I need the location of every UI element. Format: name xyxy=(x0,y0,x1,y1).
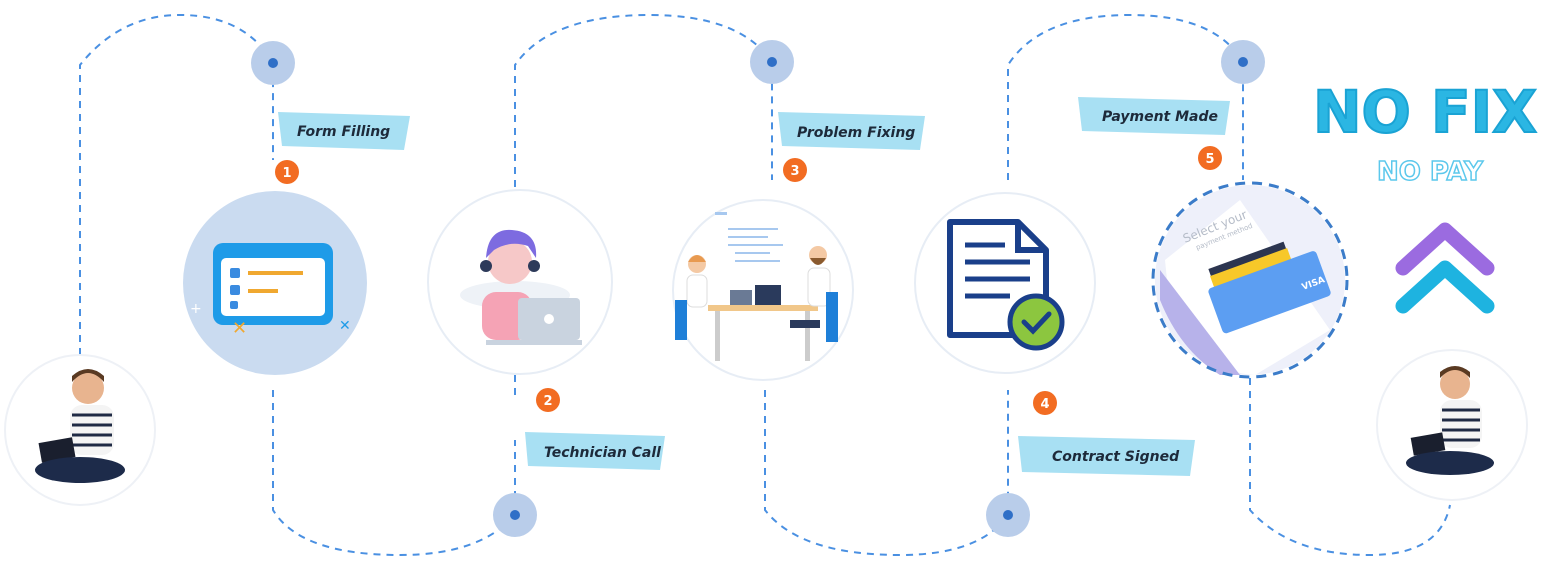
user-avatar-right xyxy=(1376,349,1528,501)
form-filling-illustration: ✕ ✕ + xyxy=(183,191,367,375)
path-node xyxy=(251,41,295,85)
path-node xyxy=(1221,40,1265,84)
svg-text:4: 4 xyxy=(1040,397,1049,412)
svg-text:Technician Call: Technician Call xyxy=(544,445,661,461)
chevron-up-icon xyxy=(1395,260,1495,314)
problem-fixing-illustration xyxy=(672,199,854,381)
step-number-badge: 1 xyxy=(275,160,299,184)
chevron-up-icon xyxy=(1395,222,1495,276)
svg-text:5: 5 xyxy=(1205,152,1214,167)
svg-text:✕: ✕ xyxy=(232,318,247,339)
path-node xyxy=(750,40,794,84)
svg-text:Problem Fixing: Problem Fixing xyxy=(797,125,915,141)
technician-call-illustration xyxy=(427,189,613,375)
user-avatar-left xyxy=(4,354,156,506)
svg-text:2: 2 xyxy=(543,394,552,409)
path-node xyxy=(986,493,1030,537)
step-number-badge: 2 xyxy=(536,388,560,412)
svg-text:Form Filling: Form Filling xyxy=(297,124,390,140)
step-number-badge: 5 xyxy=(1198,146,1222,170)
step-number-badge: 3 xyxy=(783,158,807,182)
path-node xyxy=(493,493,537,537)
step-number-badge: 4 xyxy=(1033,391,1057,415)
step-label-form-filling: Form Filling xyxy=(278,112,410,150)
slogan-sub: NO PAY xyxy=(1377,157,1484,187)
process-path xyxy=(79,13,1451,557)
step-label-payment-made: Payment Made xyxy=(1078,97,1230,135)
svg-text:Contract Signed: Contract Signed xyxy=(1052,449,1180,465)
svg-text:1: 1 xyxy=(282,166,291,181)
svg-text:Payment Made: Payment Made xyxy=(1102,109,1218,125)
step-label-problem-fixing: Problem Fixing xyxy=(778,112,925,150)
contract-signed-illustration xyxy=(914,192,1096,374)
svg-text:3: 3 xyxy=(790,164,799,179)
step-label-contract-signed: Contract Signed xyxy=(1018,436,1195,476)
svg-text:✕: ✕ xyxy=(339,318,351,334)
payment-illustration: Select your payment method VISA xyxy=(1151,181,1349,379)
svg-text:+: + xyxy=(190,301,202,317)
slogan-main: NO FIX xyxy=(1313,78,1537,146)
step-label-technician-call: Technician Call xyxy=(525,432,665,470)
